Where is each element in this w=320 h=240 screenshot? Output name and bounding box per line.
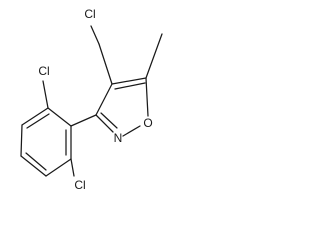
atom-label-cl-top: Cl bbox=[84, 7, 95, 21]
bond-ph5-ph6 bbox=[45, 158, 72, 177]
bond-c4-c5 bbox=[111, 77, 147, 85]
atom-label-o: O bbox=[143, 116, 152, 130]
chemical-structure-diagram: Cl Cl Cl O N bbox=[20, 7, 163, 192]
bond-ph6-cl bbox=[70, 158, 75, 177]
bond-ph1-ph2 bbox=[47, 107, 72, 127]
atom-label-cl-left: Cl bbox=[38, 64, 49, 78]
bond-ph4-ph5-double bbox=[25, 152, 47, 171]
bond-n-c3 bbox=[95, 114, 114, 133]
bond-c5-o bbox=[145, 77, 149, 117]
atom-label-cl-bottom: Cl bbox=[74, 178, 85, 192]
structure-canvas: Cl Cl Cl O N bbox=[0, 0, 180, 204]
bond-ph4-ph5 bbox=[20, 155, 47, 177]
bond-c5-methyl bbox=[145, 33, 163, 79]
bond-n-c3-double bbox=[100, 112, 118, 129]
bond-ph3-ph4 bbox=[20, 124, 23, 157]
bond-c3-phenyl bbox=[70, 114, 97, 127]
bond-c3-c4 bbox=[95, 83, 113, 116]
atom-label-n: N bbox=[114, 131, 123, 145]
bond-ch2-c4 bbox=[98, 43, 113, 85]
bond-ph2-ph3-double bbox=[26, 113, 50, 129]
bond-ph2-ph3 bbox=[21, 107, 49, 126]
bond-c4-c5-double bbox=[114, 82, 146, 90]
bond-cl-ch2 bbox=[90, 25, 100, 45]
bond-o-n bbox=[122, 125, 141, 137]
bond-ph2-cl bbox=[42, 80, 49, 109]
